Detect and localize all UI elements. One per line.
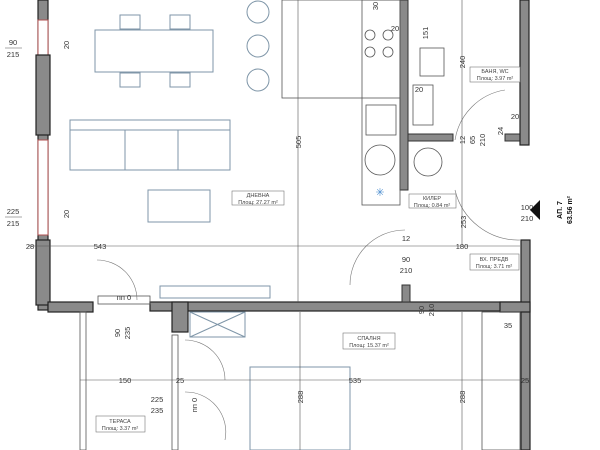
dim-label: 180	[456, 242, 469, 251]
dim-label: 90	[417, 306, 426, 314]
dim-label: 65	[468, 136, 477, 144]
dim-label: 288	[458, 391, 467, 404]
svg-text:Площ: 3.71 m²: Площ: 3.71 m²	[476, 264, 513, 270]
dim-label: 20	[511, 112, 519, 121]
room-label-closet: КИЛЕР Площ: 0.84 m²	[408, 193, 457, 209]
dim-label: 90	[402, 255, 410, 264]
dim-label: 235	[123, 327, 132, 340]
dim-label: 12	[458, 136, 467, 144]
dim-label: 210	[478, 134, 487, 147]
dim-label: 150	[119, 376, 132, 385]
apartment-marker: АП. 7 63.56 m²	[530, 195, 574, 224]
dimension-labels: 90 215 225 215 20 20 28 543 12 180 90 21…	[7, 2, 534, 415]
svg-text:КИЛЕР: КИЛЕР	[423, 196, 441, 202]
dim-label: 28	[26, 242, 34, 251]
dim-label: 90	[113, 329, 122, 337]
window	[37, 139, 49, 236]
room-label-terrace: ТЕРАСА Площ: 3.37 m²	[95, 415, 146, 433]
dim-label: 20	[62, 210, 71, 218]
dim-label: 90	[9, 38, 17, 47]
svg-text:✳: ✳	[375, 187, 384, 199]
svg-text:Площ: 3.37 m²: Площ: 3.37 m²	[102, 426, 139, 432]
room-label-bedroom: СПАЛНЯ Площ: 15.37 m²	[342, 332, 396, 350]
dim-label: 215	[7, 50, 20, 59]
svg-text:Площ: 15.37 m²: Площ: 15.37 m²	[349, 343, 389, 349]
arrow-icon	[530, 200, 540, 220]
dim-label: пп 0	[117, 293, 131, 302]
dim-label: 288	[296, 391, 305, 404]
svg-text:ДНЕВНА: ДНЕВНА	[247, 193, 270, 199]
boiler	[413, 147, 443, 177]
dim-label: 225	[7, 207, 20, 216]
dim-label: 535	[349, 376, 362, 385]
dim-label: 225	[151, 395, 164, 404]
dim-label: 20	[391, 24, 399, 33]
room-label-living: ДНЕВНА Площ: 27.27 m²	[231, 190, 285, 206]
sofa	[69, 119, 231, 171]
doors	[96, 89, 521, 441]
dim-label: 24	[496, 127, 505, 135]
dim-label: 505	[294, 136, 303, 149]
dim-label: 210	[400, 266, 413, 275]
svg-text:Площ: 27.27 m²: Площ: 27.27 m²	[238, 200, 278, 206]
dim-label: 35	[504, 321, 512, 330]
dim-label: 253	[459, 216, 468, 229]
sink	[412, 84, 434, 126]
svg-text:ТЕРАСА: ТЕРАСА	[109, 419, 131, 425]
svg-text:БАНЯ, WC: БАНЯ, WC	[481, 69, 508, 75]
dim-label: 12	[402, 234, 410, 243]
dim-label: 543	[94, 242, 107, 251]
dim-label: 235	[151, 406, 164, 415]
room-label-bathroom: БАНЯ, WC Площ: 3.97 m²	[469, 66, 521, 83]
dim-label: 20	[415, 85, 423, 94]
wardrobe	[481, 311, 521, 450]
dim-label: 240	[458, 56, 467, 69]
toilet	[419, 47, 445, 77]
kitchen-counter	[361, 0, 401, 206]
svg-text:АП. 7: АП. 7	[557, 201, 564, 219]
svg-text:63.56 m²: 63.56 m²	[567, 195, 574, 224]
coffee-table	[147, 189, 211, 223]
svg-text:СПАЛНЯ: СПАЛНЯ	[357, 336, 380, 342]
dim-label: 20	[62, 41, 71, 49]
dim-label: 151	[421, 27, 430, 40]
dim-label: 25	[176, 376, 184, 385]
dining-table	[94, 29, 214, 73]
dim-label: 100	[521, 203, 534, 212]
window	[37, 19, 49, 56]
svg-text:Площ: 3.97 m²: Площ: 3.97 m²	[477, 76, 514, 82]
walls	[35, 0, 531, 450]
dim-label: 30	[371, 2, 380, 10]
dim-label: 25	[521, 376, 529, 385]
dim-label: 215	[7, 219, 20, 228]
furniture: ✳	[69, 0, 521, 450]
dimension-lines	[5, 0, 530, 450]
svg-text:Площ: 0.84 m²: Площ: 0.84 m²	[414, 203, 451, 209]
dim-label: 210	[427, 304, 436, 317]
svg-text:ВХ. ПРЕДВ: ВХ. ПРЕДВ	[480, 257, 509, 263]
dim-label: 210	[521, 214, 534, 223]
dim-label: пп 0	[190, 398, 199, 412]
room-label-hallway: ВХ. ПРЕДВ Площ: 3.71 m²	[469, 253, 520, 271]
